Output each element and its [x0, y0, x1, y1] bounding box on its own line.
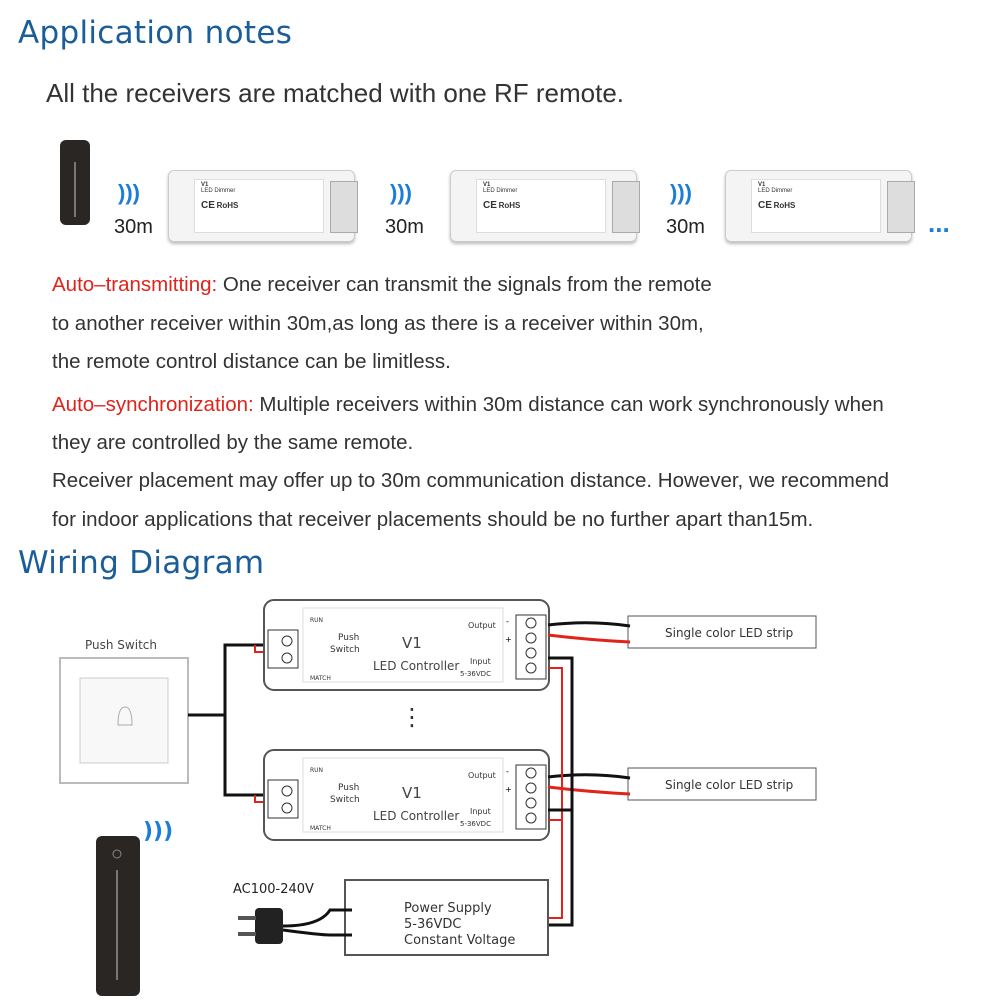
auto-transmitting-label: Auto–transmitting: — [52, 273, 218, 296]
subtitle: All the receivers are matched with one R… — [46, 78, 625, 108]
power-supply-label: Power Supply — [404, 901, 492, 916]
push-label: Push — [338, 783, 359, 793]
signal-icon: ))) — [143, 819, 173, 844]
push-switch-button — [79, 677, 169, 764]
bell-icon — [117, 706, 133, 726]
input-voltage-label: 5-36VDC — [460, 820, 491, 828]
auto-synchronization-label: Auto–synchronization: — [52, 393, 254, 416]
paragraph-text: One receiver can transmit the signals fr… — [217, 273, 712, 296]
controller-model: V1 — [402, 784, 422, 802]
distance-label: 30m — [666, 216, 705, 238]
ce-mark: CE — [758, 200, 772, 211]
strip-label: Single color LED strip — [665, 778, 793, 792]
ac-plug-icon — [238, 908, 283, 944]
signal-icon: ))) — [390, 180, 412, 205]
more-indicator: ... — [928, 208, 950, 238]
plus-label: + — [505, 635, 512, 644]
minus-label: - — [506, 767, 509, 776]
output-label: Output — [468, 621, 496, 630]
minus-label: - — [506, 617, 509, 626]
more-controllers-dots: ⋮ — [400, 703, 424, 731]
led-controller: RUN MATCH Push Switch V1 LED Controller … — [263, 599, 550, 691]
ce-mark: CE — [483, 200, 497, 211]
device-name: LED Dimmer — [758, 188, 793, 194]
plus-label: + — [505, 785, 512, 794]
distance-label: 30m — [385, 216, 424, 238]
led-strip-1: Single color LED strip — [627, 615, 817, 649]
controller-name: LED Controller — [373, 809, 459, 823]
paragraph-text: they are controlled by the same remote. — [52, 431, 414, 454]
input-label: Input — [470, 807, 491, 816]
paragraph-text: the remote control distance can be limit… — [52, 350, 451, 373]
ac-input-label: AC100-240V — [233, 882, 314, 897]
rohs-mark: RoHS — [773, 201, 796, 210]
paragraph-text: Multiple receivers within 30m distance c… — [253, 393, 884, 416]
push-switch-label: Push Switch — [85, 638, 157, 652]
power-supply-voltage: 5-36VDC — [404, 917, 461, 932]
rohs-mark: RoHS — [498, 201, 521, 210]
rohs-mark: RoHS — [216, 201, 239, 210]
distance-label: 30m — [114, 216, 153, 238]
input-label: Input — [470, 657, 491, 666]
paragraph-text: to another receiver within 30m,as long a… — [52, 312, 704, 335]
rf-remote — [60, 140, 90, 225]
device-name: LED Dimmer — [483, 188, 518, 194]
device-model: V1 — [483, 182, 491, 188]
device-model: V1 — [201, 182, 209, 188]
signal-icon: ))) — [670, 180, 692, 205]
push-label: Push — [338, 633, 359, 643]
controller-name: LED Controller — [373, 659, 459, 673]
application-notes-title: Application notes — [18, 15, 293, 51]
ce-mark: CE — [201, 200, 215, 211]
run-label: RUN — [310, 767, 323, 774]
rf-remote — [96, 836, 140, 996]
wiring-diagram: Push Switch RUN MATCH Push Switch V1 LED… — [59, 599, 817, 996]
device-name: LED Dimmer — [201, 188, 236, 194]
switch-label: Switch — [330, 795, 360, 805]
strip-label: Single color LED strip — [665, 626, 793, 640]
run-label: RUN — [310, 617, 323, 624]
switch-label: Switch — [330, 645, 360, 655]
signal-icon: ))) — [118, 180, 140, 205]
power-supply-type: Constant Voltage — [404, 933, 515, 948]
output-label: Output — [468, 771, 496, 780]
controller-model: V1 — [402, 634, 422, 652]
device-model: V1 — [758, 182, 766, 188]
note-text: for indoor applications that receiver pl… — [52, 508, 814, 531]
wiring-diagram-title: Wiring Diagram — [18, 545, 265, 581]
match-label: MATCH — [310, 825, 331, 832]
input-voltage-label: 5-36VDC — [460, 670, 491, 678]
led-controller: RUN MATCH Push Switch V1 LED Controller … — [263, 749, 550, 841]
note-text: Receiver placement may offer up to 30m c… — [52, 469, 890, 492]
led-strip-2: Single color LED strip — [627, 767, 817, 801]
power-supply — [344, 879, 549, 956]
match-label: MATCH — [310, 675, 331, 682]
